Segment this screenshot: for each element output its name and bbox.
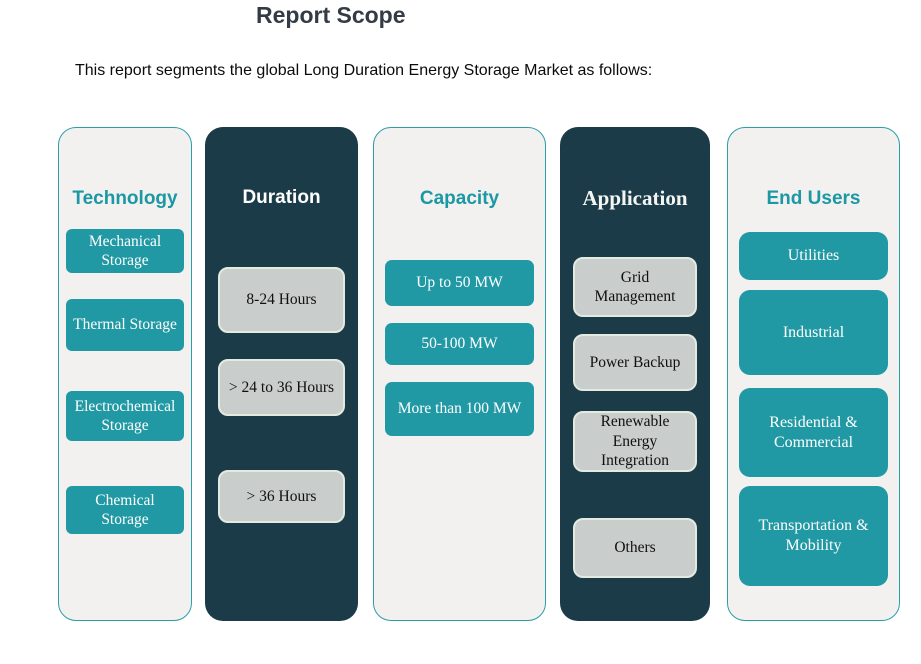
segment-item-chemical-storage: Chemical Storage — [66, 486, 184, 534]
segmentation-columns: Technology Mechanical Storage Thermal St… — [58, 127, 900, 621]
segment-item-24-to-36-hours: > 24 to 36 Hours — [218, 359, 345, 416]
segment-item-power-backup: Power Backup — [573, 334, 697, 391]
column-technology: Technology Mechanical Storage Thermal St… — [58, 127, 192, 621]
segment-item-utilities: Utilities — [739, 232, 888, 280]
segment-item-transportation-mobility: Transportation & Mobility — [739, 486, 888, 586]
segment-item-more-than-100-mw: More than 100 MW — [385, 382, 534, 436]
segment-item-grid-management: Grid Management — [573, 257, 697, 317]
segment-item-mechanical-storage: Mechanical Storage — [66, 229, 184, 273]
page-subtitle: This report segments the global Long Dur… — [75, 62, 653, 79]
segment-item-thermal-storage: Thermal Storage — [66, 299, 184, 351]
column-end-users: End Users Utilities Industrial Residenti… — [727, 127, 900, 621]
column-duration: Duration 8-24 Hours > 24 to 36 Hours > 3… — [205, 127, 358, 621]
column-header-technology: Technology — [72, 188, 178, 209]
segment-item-more-than-36-hours: > 36 Hours — [218, 470, 345, 523]
column-header-application: Application — [582, 186, 688, 210]
column-capacity: Capacity Up to 50 MW 50-100 MW More than… — [373, 127, 546, 621]
column-header-duration: Duration — [242, 187, 321, 208]
segment-item-renewable-energy-integration: Renewable Energy Integration — [573, 411, 697, 472]
segment-item-50-100-mw: 50-100 MW — [385, 323, 534, 365]
segment-item-residential-commercial: Residential & Commercial — [739, 388, 888, 477]
segment-item-others: Others — [573, 518, 697, 578]
segment-item-8-24-hours: 8-24 Hours — [218, 267, 345, 333]
column-header-end-users: End Users — [766, 188, 861, 209]
column-header-capacity: Capacity — [419, 188, 500, 209]
segment-item-up-to-50-mw: Up to 50 MW — [385, 260, 534, 306]
segment-item-industrial: Industrial — [739, 290, 888, 375]
page-title: Report Scope — [256, 2, 406, 28]
segment-item-electrochemical-storage: Electrochemical Storage — [66, 391, 184, 441]
column-application: Application Grid Management Power Backup… — [560, 127, 710, 621]
